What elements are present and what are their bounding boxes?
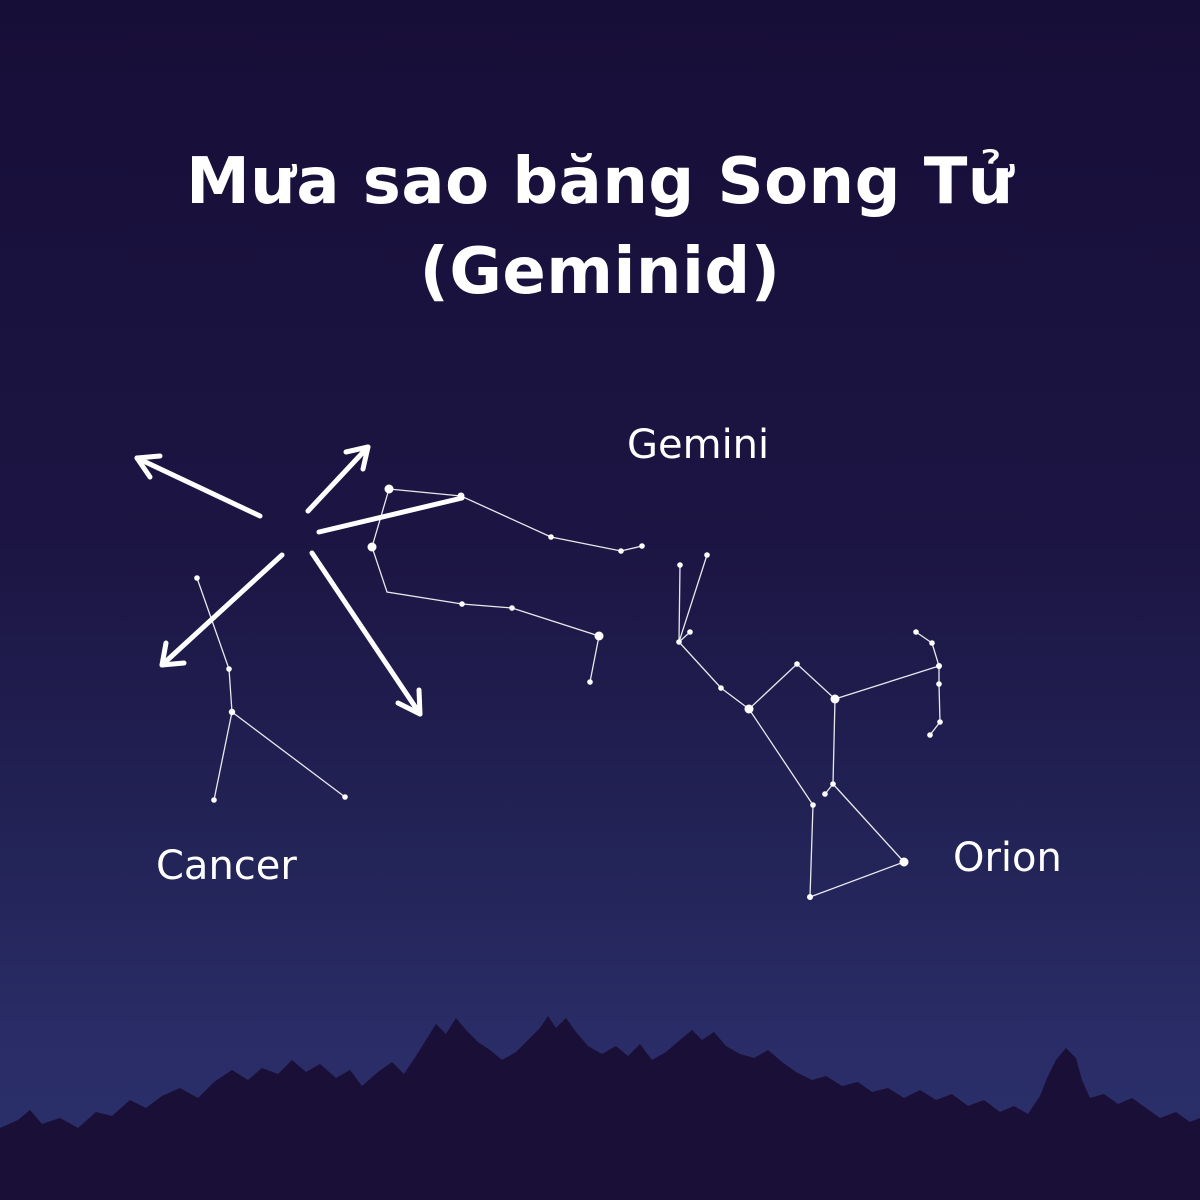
star: [936, 681, 942, 687]
star: [810, 802, 816, 808]
star: [927, 732, 933, 738]
meteor-trail-right: [316, 495, 465, 535]
gemini-constellation: [367, 484, 645, 685]
star: [228, 708, 236, 716]
star: [384, 484, 394, 494]
star: [718, 685, 724, 691]
star: [594, 631, 604, 641]
orion-constellation: [676, 552, 943, 900]
star: [822, 791, 828, 797]
star: [936, 663, 942, 669]
star: [548, 534, 554, 540]
star: [794, 661, 800, 667]
star: [367, 542, 377, 552]
star: [459, 601, 465, 607]
star: [226, 666, 232, 672]
star: [211, 797, 217, 803]
star: [830, 781, 836, 787]
star: [618, 548, 624, 554]
label-gemini: Gemini: [627, 422, 770, 468]
title-line-1: Mưa sao băng Song Tử: [186, 145, 1014, 219]
star: [929, 640, 935, 646]
star: [587, 679, 593, 685]
star: [676, 639, 682, 645]
cancer-constellation: [194, 575, 348, 803]
star: [830, 694, 840, 704]
label-cancer: Cancer: [156, 843, 297, 889]
star: [899, 857, 909, 867]
star: [687, 629, 693, 635]
meteor-radiant-arrows: [134, 444, 465, 717]
star: [937, 719, 943, 725]
label-orion: Orion: [953, 835, 1062, 881]
star: [704, 552, 710, 558]
meteor-arrow-upper-left: [134, 453, 263, 519]
star: [639, 543, 645, 549]
star: [807, 894, 813, 900]
meteor-arrow-up: [305, 444, 371, 514]
star: [342, 794, 348, 800]
star: [677, 562, 683, 568]
meteor-arrow-lower-right: [309, 550, 423, 717]
meteor-arrow-lower-left: [159, 552, 285, 668]
treeline-silhouette: [0, 1016, 1200, 1200]
star: [913, 629, 919, 635]
star: [509, 605, 515, 611]
star: [457, 492, 465, 500]
title-line-2: (Geminid): [419, 235, 781, 309]
star: [744, 704, 754, 714]
star: [194, 575, 200, 581]
